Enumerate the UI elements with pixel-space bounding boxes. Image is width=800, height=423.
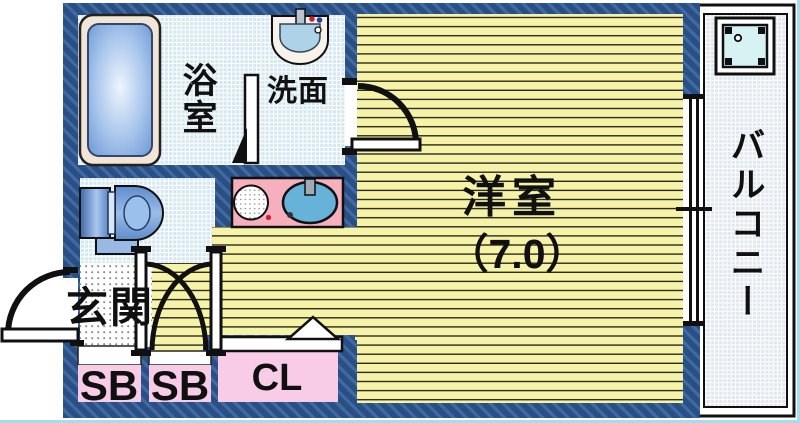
entrance-door-opening — [63, 278, 78, 332]
closet-box — [218, 351, 338, 402]
shoe-box-door-right-icon — [149, 246, 226, 356]
balcony-area — [695, 3, 796, 418]
room-door-opening — [345, 78, 357, 146]
western-room-label: 洋室 — [462, 172, 562, 222]
shoe-box-right — [149, 365, 211, 402]
hallway-floor-a — [212, 227, 357, 340]
edge-line-bottom — [0, 420, 800, 423]
balcony-label: バルコニー — [726, 127, 765, 322]
shoe-box-right-label: SB — [151, 362, 209, 409]
shoe-box-left — [78, 365, 141, 402]
kitchen-faucet-icon — [304, 178, 316, 196]
room-door-icon — [342, 78, 422, 155]
toilet-icon — [79, 185, 164, 255]
shoe-box-door-left-icon — [131, 246, 209, 356]
gas-burner-icon — [233, 184, 269, 221]
shoe-box-left-label: SB — [80, 362, 138, 409]
laundry-pan-icon — [714, 16, 776, 76]
kitchen-counter-icon — [230, 176, 345, 229]
washroom-label: 洗面 — [267, 75, 329, 108]
balcony-floor — [703, 13, 788, 408]
closet-label: CL — [252, 357, 303, 399]
bathroom-door-icon — [232, 73, 260, 165]
entrance-door-icon — [0, 267, 84, 346]
washbasin-icon — [271, 8, 329, 65]
western-room-floor — [357, 14, 683, 403]
edge-line-right — [797, 0, 800, 423]
hot-tap-dot — [309, 16, 315, 22]
western-room-size: （7.0） — [448, 231, 587, 277]
sliding-window-icon — [676, 94, 712, 326]
entrance-label: 玄関 — [66, 284, 154, 331]
closet-folding-door-icon — [284, 315, 342, 341]
bathroom-label: 浴室 — [178, 62, 218, 136]
bathtub-icon — [78, 13, 162, 167]
cold-tap-dot — [316, 17, 323, 23]
